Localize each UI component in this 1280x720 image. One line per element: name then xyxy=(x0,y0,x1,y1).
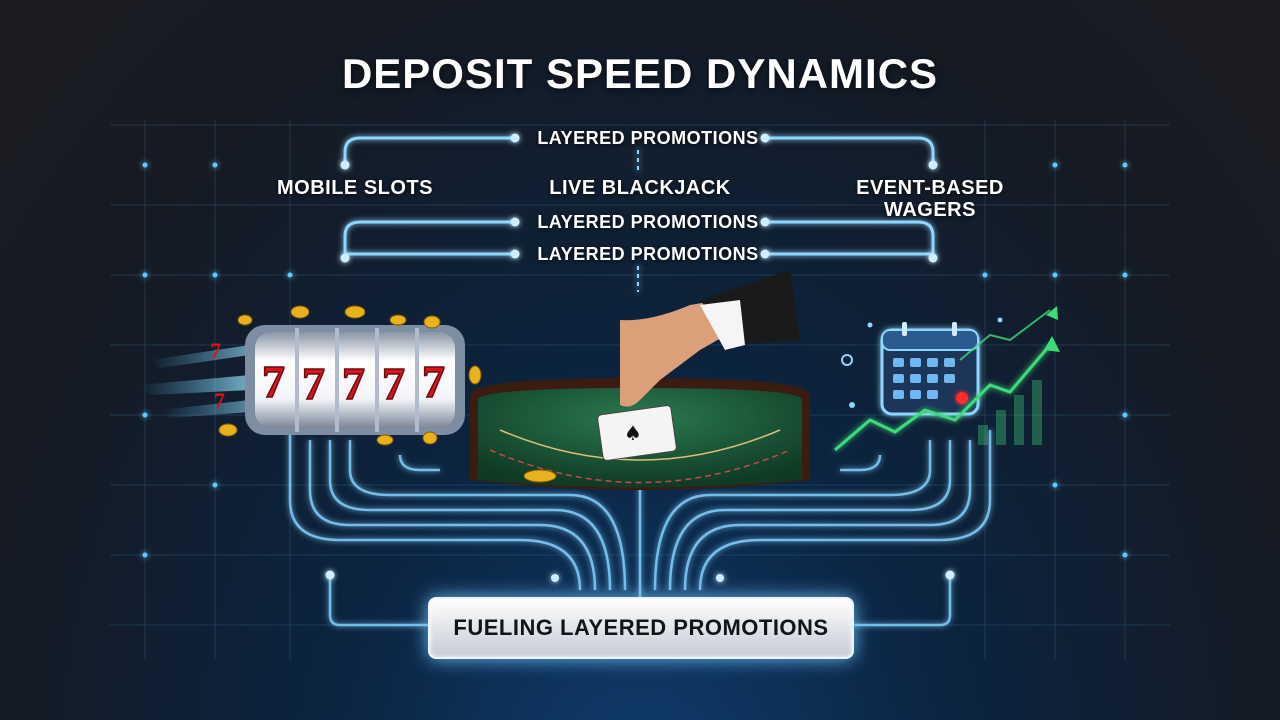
page-title: DEPOSIT SPEED DYNAMICS xyxy=(341,50,939,97)
promo-label-top: LAYERED PROMOTIONS xyxy=(537,128,759,148)
promo-connectors xyxy=(343,136,935,292)
svg-text:♠: ♠ xyxy=(624,421,642,445)
svg-text:7: 7 xyxy=(422,356,445,407)
fueling-promotions-label: FUELING LAYERED PROMOTIONS xyxy=(453,615,829,640)
grid-nodes xyxy=(142,162,1128,558)
svg-text:7: 7 xyxy=(342,358,365,409)
column-label-event-based-wagers: EVENT-BASED WAGERS xyxy=(856,177,1004,221)
promo-label-middle: LAYERED PROMOTIONS xyxy=(537,212,759,232)
column-label-live-blackjack: LIVE BLACKJACK xyxy=(549,177,731,199)
svg-text:7: 7 xyxy=(210,338,221,363)
slot-machine-illustration: 7 7 7 7 7 7 7 xyxy=(140,305,482,446)
promo-endpoints xyxy=(340,133,938,263)
svg-text:7: 7 xyxy=(382,358,405,409)
fueling-promotions-box: FUELING LAYERED PROMOTIONS xyxy=(428,597,854,659)
svg-text:7: 7 xyxy=(214,388,225,413)
column-label-mobile-slots: MOBILE SLOTS xyxy=(277,177,433,199)
blackjack-table-illustration: ♠ xyxy=(470,270,810,490)
svg-text:7: 7 xyxy=(262,356,285,407)
flow-lines xyxy=(288,430,992,627)
promo-label-bottom: LAYERED PROMOTIONS xyxy=(537,244,759,264)
calendar-growth-illustration xyxy=(834,306,1060,452)
svg-text:7: 7 xyxy=(302,358,325,409)
